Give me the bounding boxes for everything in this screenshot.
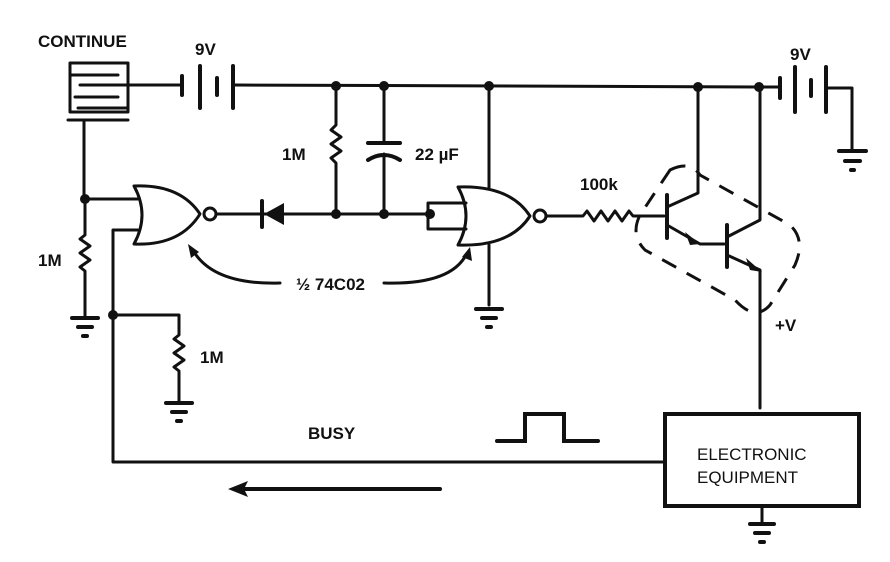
busy-feedback-wire	[111, 228, 667, 464]
arrowhead-left-icon	[228, 481, 248, 497]
switch-label: CONTINUE	[38, 32, 127, 51]
ground-icon	[748, 522, 776, 544]
diode	[260, 199, 284, 229]
resistor-base	[544, 209, 666, 223]
pulse-waveform-icon	[495, 412, 600, 443]
darlington-pair	[634, 85, 801, 410]
resistor-input-label: 1M	[38, 251, 62, 270]
top-rail	[233, 83, 762, 89]
resistor-busy-label: 1M	[200, 348, 224, 367]
equipment-label-line1: ELECTRONIC	[697, 445, 807, 464]
annotation-arrow	[192, 250, 282, 285]
continue-switch[interactable]	[66, 61, 130, 122]
ground-icon	[474, 307, 504, 329]
resistor-busy	[111, 313, 186, 404]
wire	[82, 118, 140, 201]
busy-label: BUSY	[308, 424, 356, 443]
junction-dot	[379, 209, 389, 219]
wire	[758, 85, 854, 152]
ground-icon	[70, 316, 100, 338]
resistor-timing-label: 1M	[282, 145, 306, 164]
resistor-base-label: 100k	[580, 175, 618, 194]
nor-gate-1	[132, 184, 218, 246]
battery-left-label: 9V	[195, 40, 216, 59]
annotation-arrow	[382, 253, 468, 285]
nor-gate-2	[426, 185, 548, 247]
resistor-input	[78, 197, 92, 319]
battery-left	[180, 64, 235, 110]
capacitor	[366, 84, 402, 215]
electronic-equipment-block: ELECTRONIC EQUIPMENT	[663, 412, 861, 508]
equipment-label-line2: EQUIPMENT	[697, 468, 798, 487]
gate-ic-label: ½ 74C02	[296, 275, 365, 294]
battery-right-label: 9V	[790, 45, 811, 64]
battery-right	[778, 65, 828, 114]
ground-icon	[837, 149, 868, 172]
resistor-timing	[329, 84, 343, 215]
supply-out-label: +V	[775, 316, 797, 335]
ground-icon	[164, 401, 194, 423]
capacitor-label: 22 µF	[415, 145, 459, 164]
junction-dot	[331, 209, 341, 219]
